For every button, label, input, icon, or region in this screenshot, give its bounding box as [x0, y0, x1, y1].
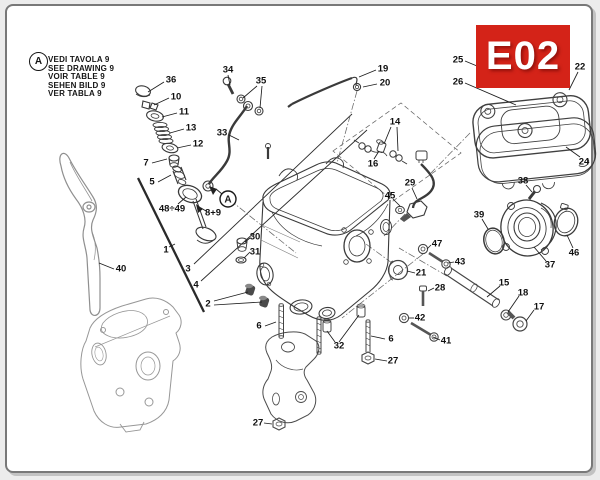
note-line: VER TABLA 9 [48, 89, 102, 99]
detail-marker: A [196, 186, 237, 213]
cylinder-head [235, 143, 392, 321]
fasteners [245, 243, 528, 365]
cable-clips [353, 139, 408, 165]
svg-text:A: A [224, 195, 231, 206]
head-casting-bottom [80, 297, 182, 433]
note-line: SEHEN BILD 9 [48, 80, 106, 90]
intake-manifold [483, 185, 579, 257]
head-cover [472, 92, 597, 190]
leader-lines [98, 60, 581, 425]
note-line: SEE DRAWING 9 [48, 63, 115, 73]
note-line: VEDI TAVOLA 9 [48, 55, 110, 64]
bracket [262, 331, 320, 431]
valve-train [135, 85, 217, 244]
oil-pipe [202, 76, 264, 192]
note-marker-circle-a: A [29, 52, 48, 71]
sensor-cable [395, 150, 435, 222]
page-code-badge: E02 [476, 25, 570, 88]
breather-pipe [287, 76, 362, 108]
page-code: E02 [485, 34, 561, 78]
note-line: VOIR TABLE 9 [48, 72, 105, 82]
chain-guide [59, 152, 101, 316]
